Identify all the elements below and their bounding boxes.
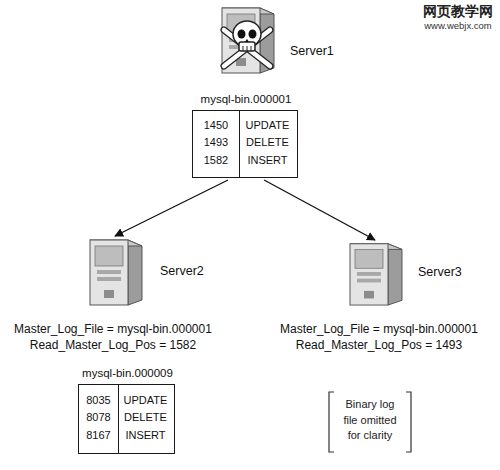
binlog-table: mysql-bin.0000098035UPDATE8078DELETE8167… <box>78 384 175 454</box>
binlog-cell: 8078 <box>79 410 118 424</box>
binlog-cell: 8167 <box>79 428 118 442</box>
binlog-cell: 1582 <box>193 153 239 167</box>
binlog-table: mysql-bin.0000011450UPDATE1493DELETE1582… <box>192 110 298 178</box>
server-node: Server1 <box>216 4 278 74</box>
binlog-cell: INSERT <box>239 153 296 167</box>
binlog-cell: 1493 <box>193 135 239 149</box>
table-divider <box>118 385 119 453</box>
binlog-cell: DELETE <box>118 410 173 424</box>
binlog-cell: 1450 <box>193 118 239 132</box>
server-name: Server1 <box>290 44 350 58</box>
binlog-file-name: mysql-bin.000009 <box>39 366 216 380</box>
skull-symbol <box>224 21 270 66</box>
binlog-cell: UPDATE <box>118 393 173 407</box>
replication-status: Read_Master_Log_Pos = 1493 <box>249 338 500 352</box>
binlog-cell: INSERT <box>118 428 173 442</box>
note-text: Binary log file omitted for clarity <box>337 397 403 444</box>
server-node: Server2Master_Log_File = mysql-bin.00000… <box>84 236 146 306</box>
server-name: Server3 <box>418 265 478 279</box>
replication-status: Master_Log_File = mysql-bin.000001 <box>0 322 243 336</box>
replication-arrow <box>115 180 228 236</box>
server-icon <box>84 236 146 306</box>
watermark: www.webjx.com <box>418 20 498 32</box>
binlog-cell: UPDATE <box>239 118 296 132</box>
replication-status: Read_Master_Log_Pos = 1582 <box>0 338 243 352</box>
server-icon <box>216 4 278 74</box>
server-icon <box>344 240 406 306</box>
server-node: Server3Master_Log_File = mysql-bin.00000… <box>344 240 406 306</box>
note-bracket <box>329 392 334 452</box>
replication-status: Master_Log_File = mysql-bin.000001 <box>249 322 500 336</box>
table-divider <box>239 111 240 177</box>
binlog-file-name: mysql-bin.000001 <box>153 92 339 106</box>
watermark: 网页教学网 <box>418 3 498 20</box>
server-name: Server2 <box>160 264 220 278</box>
note-bracket <box>406 392 411 452</box>
binlog-cell: DELETE <box>239 135 296 149</box>
binlog-cell: 8035 <box>79 393 118 407</box>
replication-arrow <box>264 180 375 240</box>
